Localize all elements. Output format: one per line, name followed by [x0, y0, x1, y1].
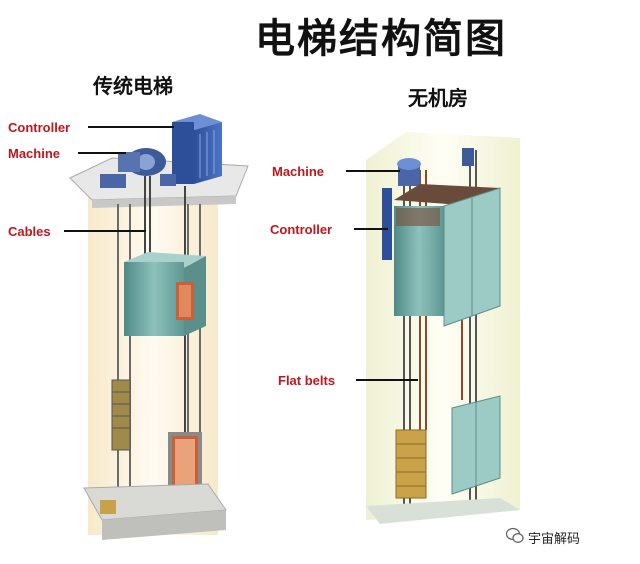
left-subtitle: 传统电梯 — [93, 74, 173, 98]
mrl-elevator — [346, 132, 520, 524]
right-hall-door — [451, 395, 501, 495]
label-machine-left: Machine — [8, 146, 61, 161]
left-counterweight — [111, 379, 131, 451]
right-pit — [366, 498, 520, 524]
right-leader-lines — [346, 170, 418, 381]
label-flat-belts: Flat belts — [278, 373, 336, 388]
right-counterweight — [395, 429, 427, 499]
left-elevator-car — [124, 252, 206, 336]
label-controller-right: Controller — [270, 222, 333, 237]
left-machine — [100, 148, 176, 188]
traditional-elevator — [64, 114, 249, 540]
left-hall-door — [168, 432, 202, 496]
label-cables: Cables — [8, 224, 51, 239]
diagram-title: 电梯结构简图 — [255, 16, 507, 62]
wechat-logo-icon — [506, 527, 524, 543]
left-buffer — [100, 500, 116, 514]
left-controller-cabinet — [172, 114, 222, 184]
right-controller — [382, 188, 392, 260]
label-machine-right: Machine — [272, 164, 325, 179]
right-subtitle: 无机房 — [408, 86, 468, 110]
watermark-text: 宇宙解码 — [528, 532, 581, 547]
left-pit-front — [102, 510, 226, 540]
label-controller-left: Controller — [8, 120, 71, 135]
left-leader-lines — [64, 126, 174, 232]
right-elevator-car — [394, 184, 501, 327]
right-machine — [397, 148, 474, 186]
